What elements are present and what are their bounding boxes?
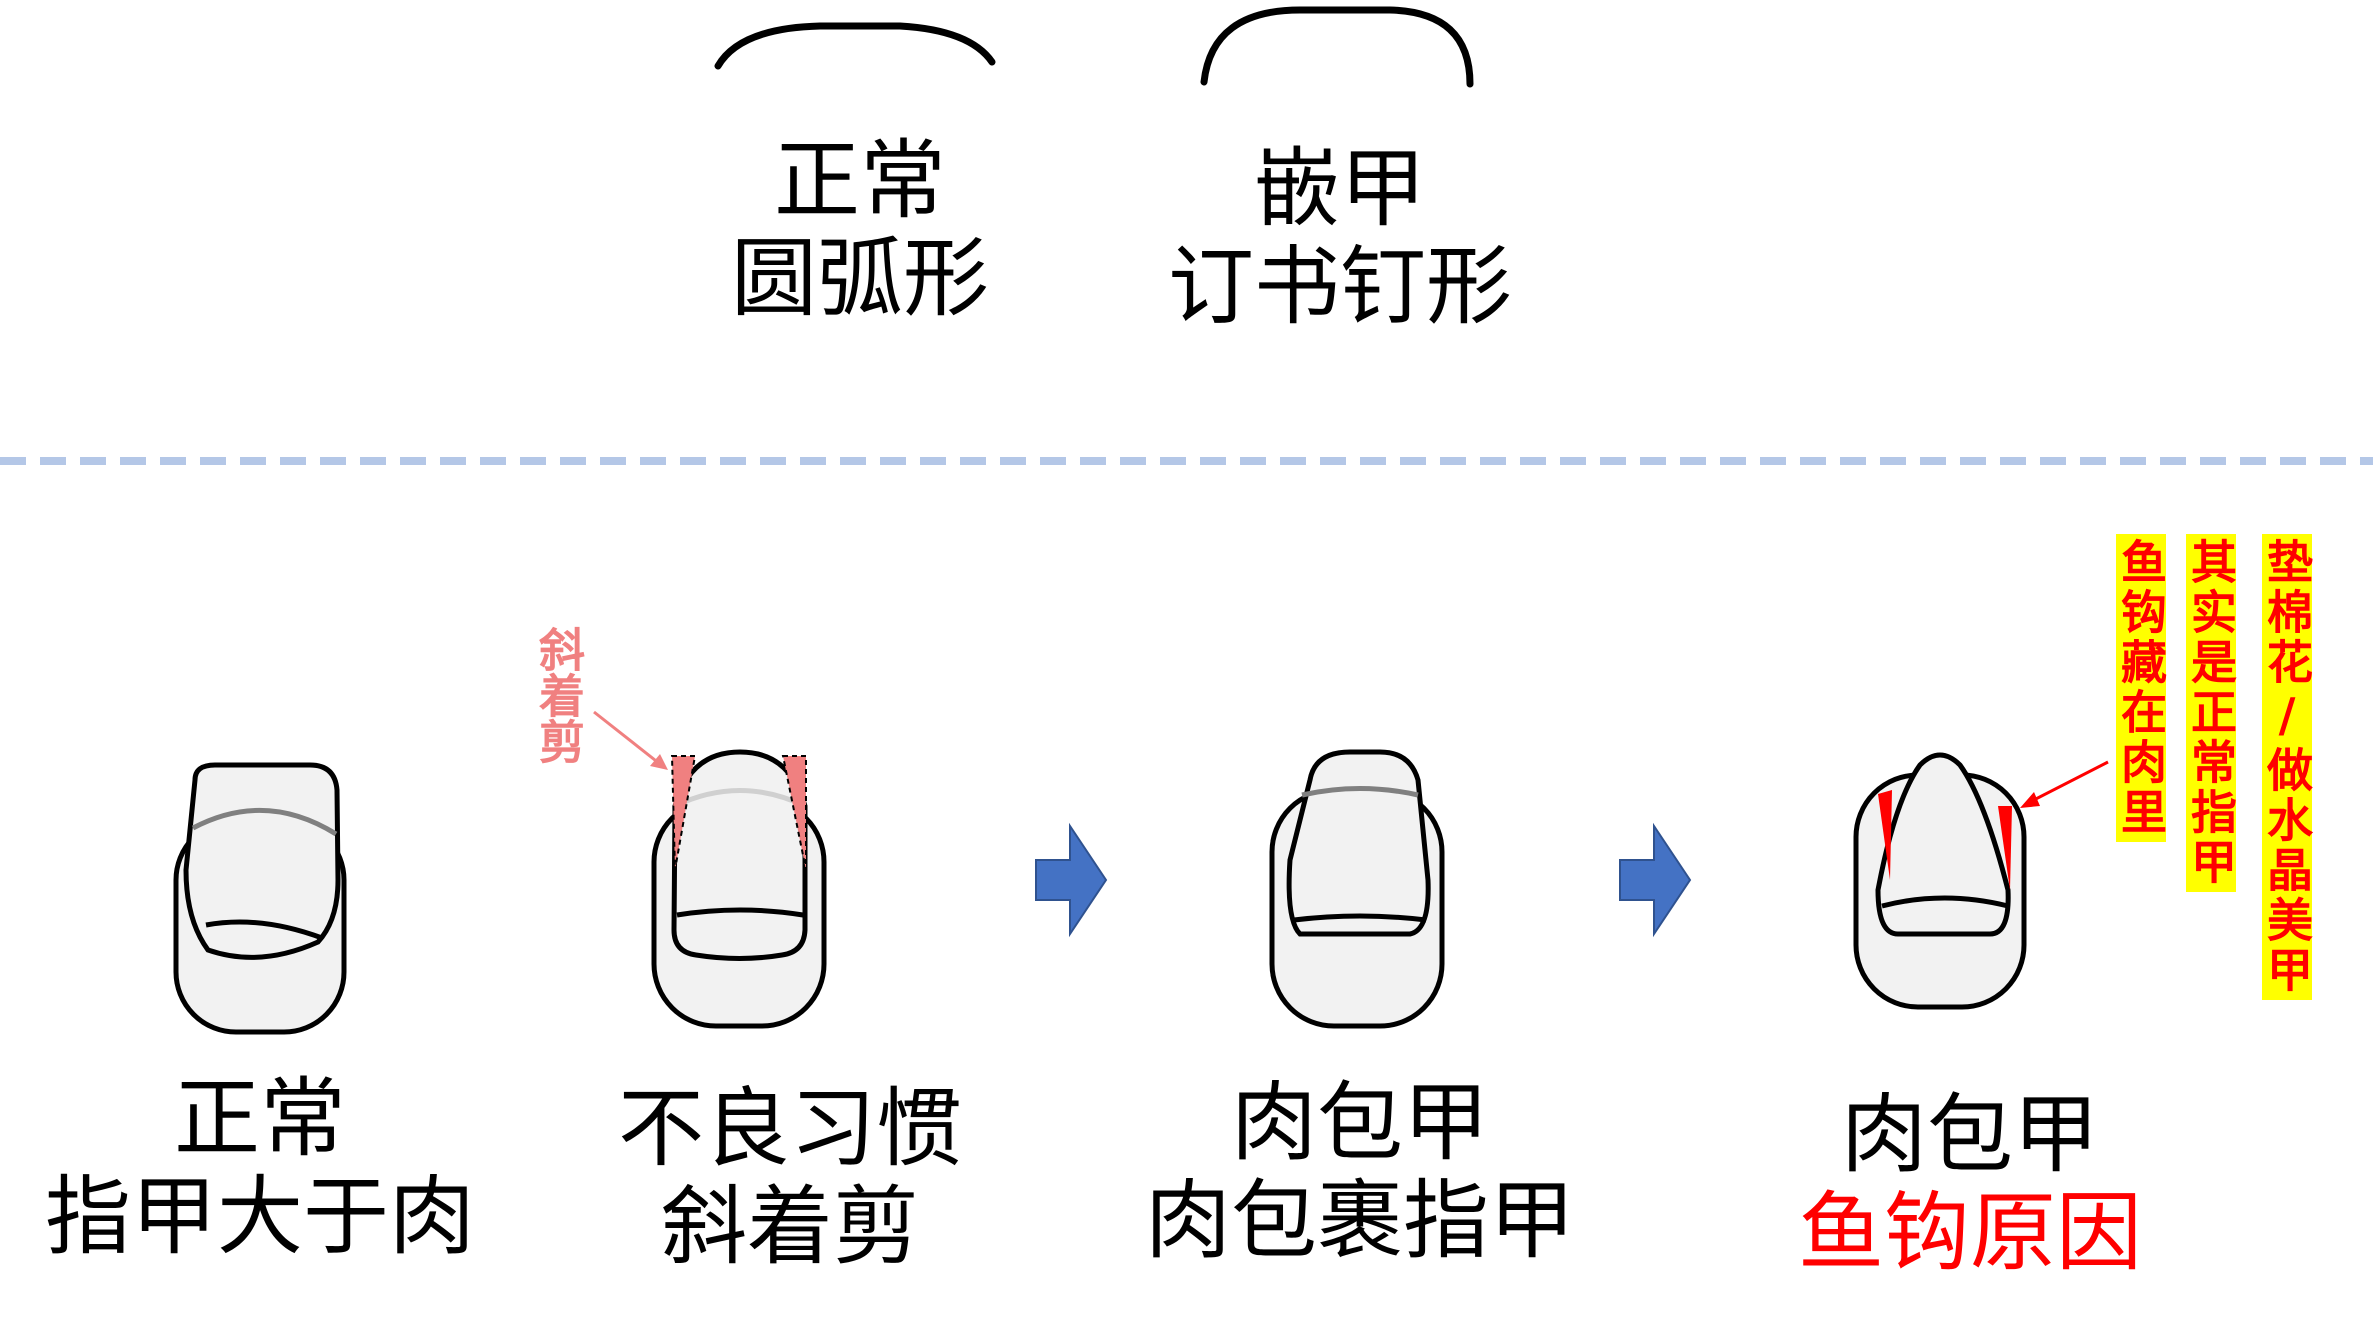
stage-title: 正常 (174, 1069, 346, 1169)
stage-title: 肉包甲 (1841, 1085, 2099, 1185)
ingrown-title: 嵌甲 (1254, 139, 1426, 239)
right-arrow-icon (1035, 822, 1108, 938)
finger-diagonal-cut (593, 710, 827, 1029)
ingrown-caption: 嵌甲 订书钉形 (1160, 140, 1520, 336)
stage-subtitle: 肉包裹指甲 (1145, 1171, 1575, 1271)
hook-hidden-tag: 鱼钩藏在肉里 (2114, 534, 2168, 842)
ingrown-shape-label: 订书钉形 (1168, 237, 1512, 337)
finger-skin-wrap (1269, 749, 1445, 1029)
finger-normal (173, 762, 347, 1035)
stage-subtitle: 斜着剪 (661, 1177, 919, 1277)
hook-marker-right (1998, 806, 2012, 890)
stage-caption-normal: 正常 指甲大于肉 (40, 1070, 480, 1266)
cut-marker-left (670, 755, 697, 871)
padding-tag: 垫棉花/做水晶美甲 (2260, 534, 2314, 1000)
staple-shape-curve (1200, 6, 1474, 88)
stage-title: 不良习惯 (618, 1079, 962, 1179)
stage-caption-hook: 肉包甲 鱼钩原因 (1760, 1086, 2180, 1282)
diagonal-cut-annotation: 斜着剪 (532, 626, 586, 764)
normal-arc-curve (714, 22, 996, 70)
hook-marker-left (1878, 790, 1892, 880)
stage-subtitle-red: 鱼钩原因 (1798, 1183, 2142, 1283)
hook-pointer-arrow (2029, 760, 2109, 804)
normal-title: 正常 (774, 131, 946, 231)
actually-normal-tag: 其实是正常指甲 (2184, 534, 2238, 892)
stage-caption-skin-wrap: 肉包甲 肉包裹指甲 (1130, 1074, 1590, 1270)
cut-marker-right (781, 755, 807, 871)
stage-caption-bad-habit: 不良习惯 斜着剪 (580, 1080, 1000, 1276)
stage-title: 肉包甲 (1231, 1073, 1489, 1173)
normal-arc-caption: 正常 圆弧形 (715, 132, 1005, 328)
normal-shape-label: 圆弧形 (731, 229, 989, 329)
stage-subtitle: 指甲大于肉 (45, 1167, 475, 1267)
finger-hook (1853, 752, 2109, 1010)
right-arrow-icon (1619, 822, 1692, 938)
cut-pointer-arrow (593, 710, 661, 766)
